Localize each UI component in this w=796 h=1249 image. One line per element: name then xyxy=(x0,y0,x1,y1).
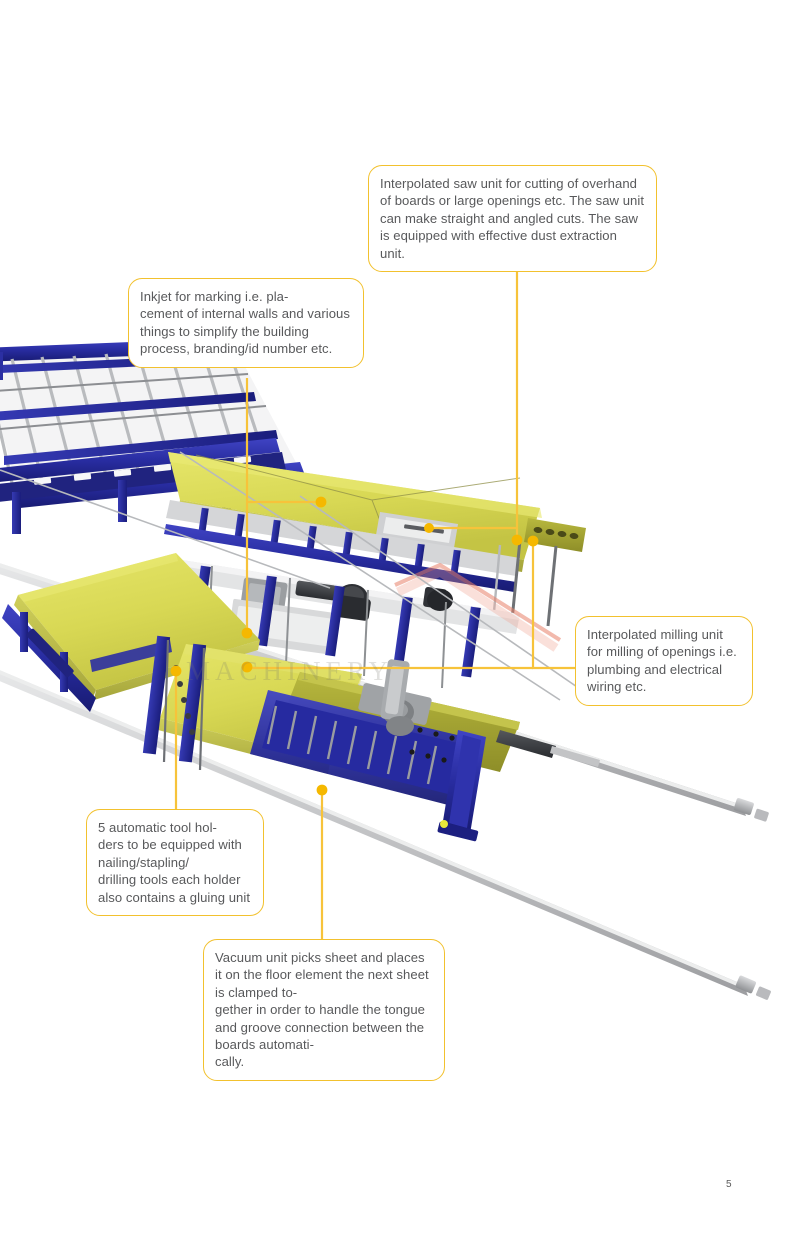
milling-carriage xyxy=(250,672,600,842)
panel-drilled-strip xyxy=(524,518,586,552)
leader-dot-inkjet-branch xyxy=(315,496,327,508)
panel-opening xyxy=(376,512,458,548)
page-number: 5 xyxy=(726,1179,732,1190)
callout-leader-lines xyxy=(174,268,575,940)
panel-support-frame-upper xyxy=(164,500,558,627)
callout-vacuum-unit: Vacuum unit picks sheet and places it on… xyxy=(203,939,445,1081)
leader-dot-tools xyxy=(170,665,182,677)
overhead-guide-wires xyxy=(0,451,597,701)
annotation-roof-line xyxy=(394,563,562,652)
callout-inkjet: Inkjet for marking i.e. pla- cement of i… xyxy=(128,278,364,368)
leader-dot-inkjet xyxy=(241,627,253,639)
leader-dot-milling xyxy=(527,535,539,547)
conveyor-frame-lower-left xyxy=(2,604,172,712)
leader-dot-saw xyxy=(511,534,523,546)
callout-tool-holders: 5 automatic tool hol- ders to be equippe… xyxy=(86,809,264,917)
callout-leader-dots xyxy=(170,496,539,796)
callout-saw-unit: Interpolated saw unit for cutting of ove… xyxy=(368,165,657,273)
leader-dot-vacuum xyxy=(316,784,328,796)
leader-dot-milling-branch xyxy=(241,661,253,673)
tool-holder-stack xyxy=(142,635,207,771)
callout-milling-unit: Interpolated milling unit for milling of… xyxy=(575,616,753,706)
leader-dot-saw-opening xyxy=(424,523,434,533)
vacuum-lift-cylinder xyxy=(380,659,414,736)
